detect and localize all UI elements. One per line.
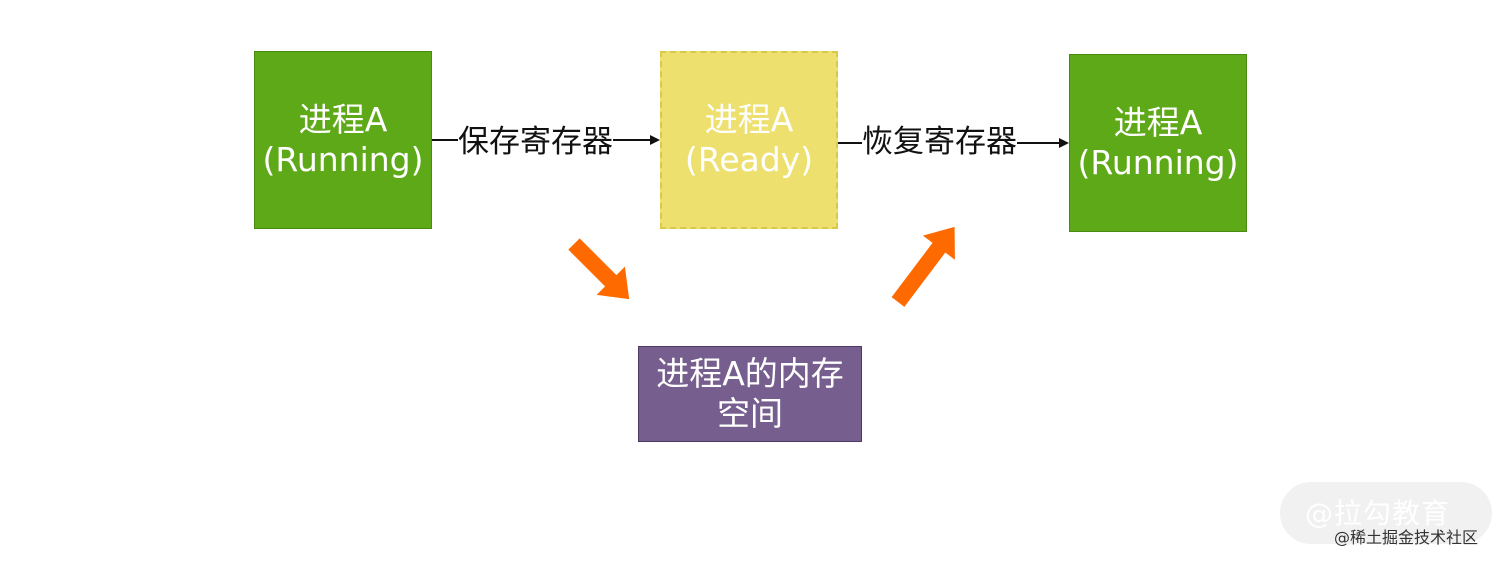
node-line1: 进程A	[704, 100, 794, 139]
node-line2: 空间	[717, 394, 783, 433]
node-line2: (Running)	[262, 140, 424, 179]
node-line2: (Running)	[1077, 143, 1239, 182]
orange-arrow-down	[568, 238, 630, 300]
edge-label-save: 保存寄存器	[458, 124, 613, 160]
node-line2: (Ready)	[684, 140, 814, 179]
watermark-bubble	[1280, 482, 1492, 544]
node-process-ready: 进程A (Ready)	[660, 51, 838, 229]
node-line1: 进程A	[298, 100, 388, 139]
watermark-logo-text: @拉勾教育	[1305, 497, 1451, 530]
node-process-running-left: 进程A (Running)	[254, 51, 432, 229]
node-process-running-right: 进程A (Running)	[1069, 54, 1247, 232]
node-line1: 进程A	[1113, 103, 1203, 142]
node-line1: 进程A的内存	[656, 354, 844, 393]
orange-arrow-up	[891, 226, 955, 307]
edge-label-restore: 恢复寄存器	[862, 124, 1017, 160]
watermark-caption: @稀土掘金技术社区	[1334, 528, 1479, 547]
node-process-memory: 进程A的内存 空间	[638, 346, 862, 442]
save-arrow-head	[650, 135, 660, 145]
restore-arrow-head	[1059, 138, 1069, 148]
